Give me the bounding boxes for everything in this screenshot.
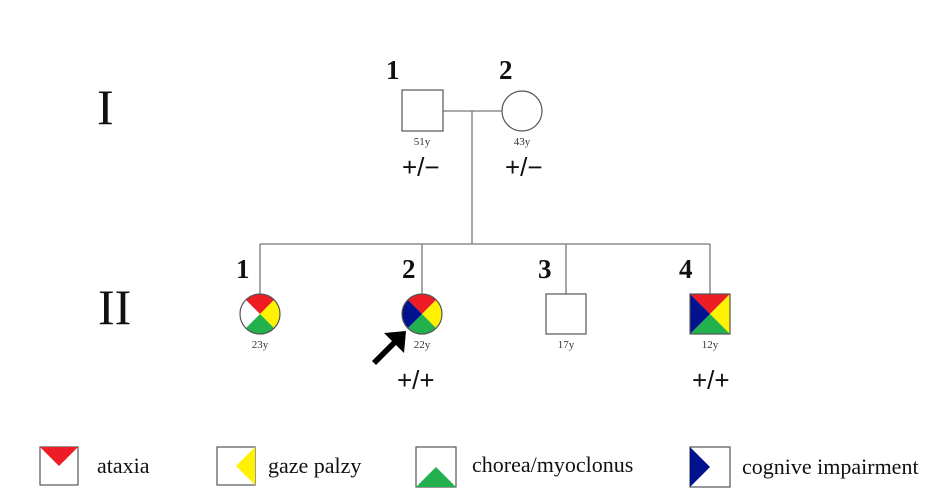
female-outline bbox=[401, 293, 443, 335]
individual-number: 1 bbox=[236, 254, 250, 284]
individual-II-4: 4 12y +/+ bbox=[679, 254, 731, 395]
individual-II-1: 1 23y bbox=[236, 254, 281, 351]
age-label: 22y bbox=[414, 339, 431, 351]
ataxia-icon bbox=[40, 447, 78, 466]
age-label: 17y bbox=[558, 339, 575, 351]
individual-I-1: 1 51y +/− bbox=[386, 55, 444, 182]
cognitive-impairment-quadrant bbox=[402, 299, 422, 329]
cognitive-impairment-quadrant bbox=[690, 294, 710, 334]
age-label: 51y bbox=[414, 136, 431, 148]
individual-number: 1 bbox=[386, 55, 400, 85]
genotype-label: +/− bbox=[505, 152, 543, 182]
individual-I-2: 2 43y +/− bbox=[499, 55, 543, 182]
male-symbol bbox=[401, 89, 444, 132]
individual-II-3: 3 17y bbox=[538, 254, 587, 351]
generation-label-I: I bbox=[97, 79, 114, 135]
individual-number: 3 bbox=[538, 254, 552, 284]
legend: ataxia gaze palzy chorea/myoclonus cogni… bbox=[39, 446, 919, 488]
chorea-myoclonus-quadrant bbox=[245, 314, 275, 334]
genotype-label: +/− bbox=[402, 152, 440, 182]
individual-number: 2 bbox=[499, 55, 513, 85]
generation-label-II: II bbox=[98, 279, 131, 335]
legend-item-cognitive-impairment: cognive impairment bbox=[689, 446, 919, 488]
cognitive-impairment-icon bbox=[690, 447, 710, 487]
gaze-palsy-icon bbox=[236, 447, 255, 485]
gaze-palsy-quadrant bbox=[422, 299, 442, 329]
chorea-myoclonus-icon bbox=[416, 467, 456, 487]
gaze-palsy-quadrant bbox=[260, 299, 280, 329]
individual-number: 2 bbox=[402, 254, 416, 284]
legend-label: ataxia bbox=[97, 453, 150, 478]
individual-II-2: 2 22y +/+ bbox=[372, 254, 443, 395]
legend-item-gaze-palsy: gaze palzy bbox=[216, 446, 361, 486]
ataxia-quadrant bbox=[690, 294, 730, 314]
age-label: 12y bbox=[702, 339, 719, 351]
chorea-myoclonus-quadrant bbox=[690, 314, 730, 334]
legend-label: gaze palzy bbox=[268, 453, 361, 478]
female-outline bbox=[239, 293, 281, 335]
age-label: 43y bbox=[514, 136, 531, 148]
genotype-label: +/+ bbox=[692, 365, 730, 395]
chorea-myoclonus-quadrant bbox=[407, 314, 437, 334]
legend-label: cognive impairment bbox=[742, 454, 919, 479]
male-symbol bbox=[545, 293, 587, 335]
ataxia-quadrant bbox=[245, 294, 275, 314]
ataxia-quadrant bbox=[407, 294, 437, 314]
legend-item-chorea-myoclonus: chorea/myoclonus bbox=[415, 446, 633, 488]
pedigree-lines bbox=[259, 110, 711, 294]
female-symbol bbox=[501, 90, 543, 132]
legend-label: chorea/myoclonus bbox=[472, 452, 633, 477]
affected-female-symbol bbox=[239, 293, 281, 335]
affected-male-symbol bbox=[689, 293, 731, 335]
male-outline bbox=[689, 293, 731, 335]
legend-item-ataxia: ataxia bbox=[39, 446, 150, 486]
individual-number: 4 bbox=[679, 254, 693, 284]
proband-arrow-icon bbox=[372, 331, 406, 365]
age-label: 23y bbox=[252, 339, 269, 351]
genotype-label: +/+ bbox=[397, 365, 435, 395]
affected-female-symbol bbox=[401, 293, 443, 335]
gaze-palsy-quadrant bbox=[710, 294, 730, 334]
